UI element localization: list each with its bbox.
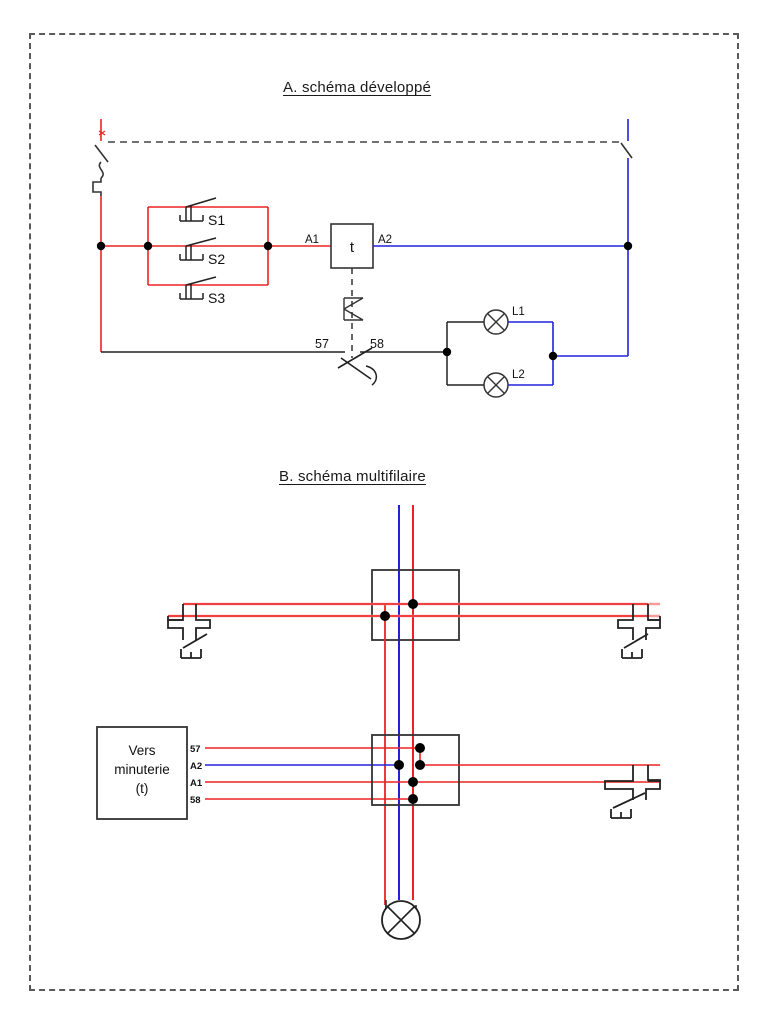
lamp-b xyxy=(381,900,421,940)
pushbutton-s3-label: S3 xyxy=(208,290,225,306)
bp-right-lower-cap xyxy=(610,809,632,819)
bp-right-lower-body-left xyxy=(604,765,634,800)
pushbutton-right-lower[interactable] xyxy=(604,765,661,819)
junction-dot-lamp-left xyxy=(442,347,452,357)
timer-terminal-a1-label: A1 xyxy=(305,234,319,246)
time-delay-symbol xyxy=(343,297,364,321)
timer-reference-line3: (t) xyxy=(136,781,149,796)
breaker-magnetic-element xyxy=(92,178,102,196)
pushbutton-s1-label: S1 xyxy=(208,212,225,228)
bp-left-upper-body-right xyxy=(195,604,211,640)
diagram-a-group: S1 S2 S3 t xyxy=(92,119,633,398)
pushbutton-s3[interactable]: S3 xyxy=(179,276,225,306)
bp-left-upper-leads xyxy=(167,604,184,621)
bp-right-upper-cap xyxy=(621,649,643,659)
bp-right-upper-blade xyxy=(623,633,649,649)
bp-left-upper-blade xyxy=(182,633,208,649)
terminal-label-58: 58 xyxy=(190,795,201,806)
junction-dot-lower-57 xyxy=(415,743,425,753)
junction-dot-s-right xyxy=(263,241,273,251)
junction-dot-lower-58 xyxy=(408,794,418,804)
bp-right-lower-blade xyxy=(612,792,646,809)
lamp-l1-label: L1 xyxy=(512,306,525,318)
junction-dot-lower-mid xyxy=(408,777,418,787)
junction-dot-lamp-right xyxy=(548,351,558,361)
terminal-label-a2: A2 xyxy=(190,761,202,772)
pushbutton-s2[interactable]: S2 xyxy=(179,237,225,267)
junction-dot-neutral-a2 xyxy=(623,241,633,251)
junction-dot-phase-bus xyxy=(96,241,106,251)
lamp-l2-label: L2 xyxy=(512,369,525,381)
timer-terminal-a2-label: A2 xyxy=(378,234,392,246)
lamp-l2: L2 xyxy=(483,369,525,398)
junction-dot-s-left xyxy=(143,241,153,251)
pushbutton-s2-label: S2 xyxy=(208,251,225,267)
timer-reference-line2: minuterie xyxy=(114,762,170,777)
bp-right-lower-body-right xyxy=(645,780,661,800)
diagram-b-title: B. schéma multifilaire xyxy=(279,468,426,485)
lamp-l1-cross-b xyxy=(487,313,505,331)
diagram-b-group: Vers minuterie (t) 57 A2 A1 58 xyxy=(96,505,661,940)
breaker-thermal-element xyxy=(98,161,104,179)
bp-right-upper-leads xyxy=(647,604,661,621)
junction-dot-lower-a2 xyxy=(394,760,404,770)
contact-terminal-58-label: 58 xyxy=(370,337,384,351)
junction-box-lower[interactable] xyxy=(371,734,460,806)
timer-reference-box[interactable] xyxy=(96,726,188,820)
lamp-l2-cross-b xyxy=(487,376,505,394)
breaker-lever xyxy=(94,144,109,163)
lamp-l1: L1 xyxy=(483,306,525,335)
bp-right-upper-body-left xyxy=(617,604,634,640)
junction-dot-lower-a1 xyxy=(415,760,425,770)
diagram-a-title: A. schéma développé xyxy=(283,79,432,96)
timed-contact-blade xyxy=(337,347,373,369)
junction-dot-upper-b xyxy=(380,611,390,621)
timed-contact-damper xyxy=(365,365,378,386)
bp-left-upper-body-left xyxy=(167,619,184,640)
timer-reference-line1: Vers xyxy=(128,743,155,758)
lamp-b-cross-b xyxy=(386,905,416,935)
junction-dot-upper-a xyxy=(408,599,418,609)
bp-right-lower-leads xyxy=(647,765,661,782)
terminal-label-57: 57 xyxy=(190,744,201,755)
breaker-mark-2 xyxy=(98,130,106,136)
timed-contact-stem xyxy=(340,357,372,380)
timer-label: t xyxy=(350,239,355,256)
terminal-label-a1: A1 xyxy=(190,778,203,789)
neutral-breaker-lever xyxy=(620,142,633,159)
bp-right-upper-body-right xyxy=(645,619,661,640)
sheet-border xyxy=(29,33,739,991)
pushbutton-right-upper[interactable] xyxy=(617,604,661,659)
bp-left-upper-cap xyxy=(180,649,202,659)
pushbutton-s1[interactable]: S1 xyxy=(179,197,225,228)
contact-terminal-57-label: 57 xyxy=(315,337,329,351)
pushbutton-left-upper[interactable] xyxy=(167,604,211,659)
